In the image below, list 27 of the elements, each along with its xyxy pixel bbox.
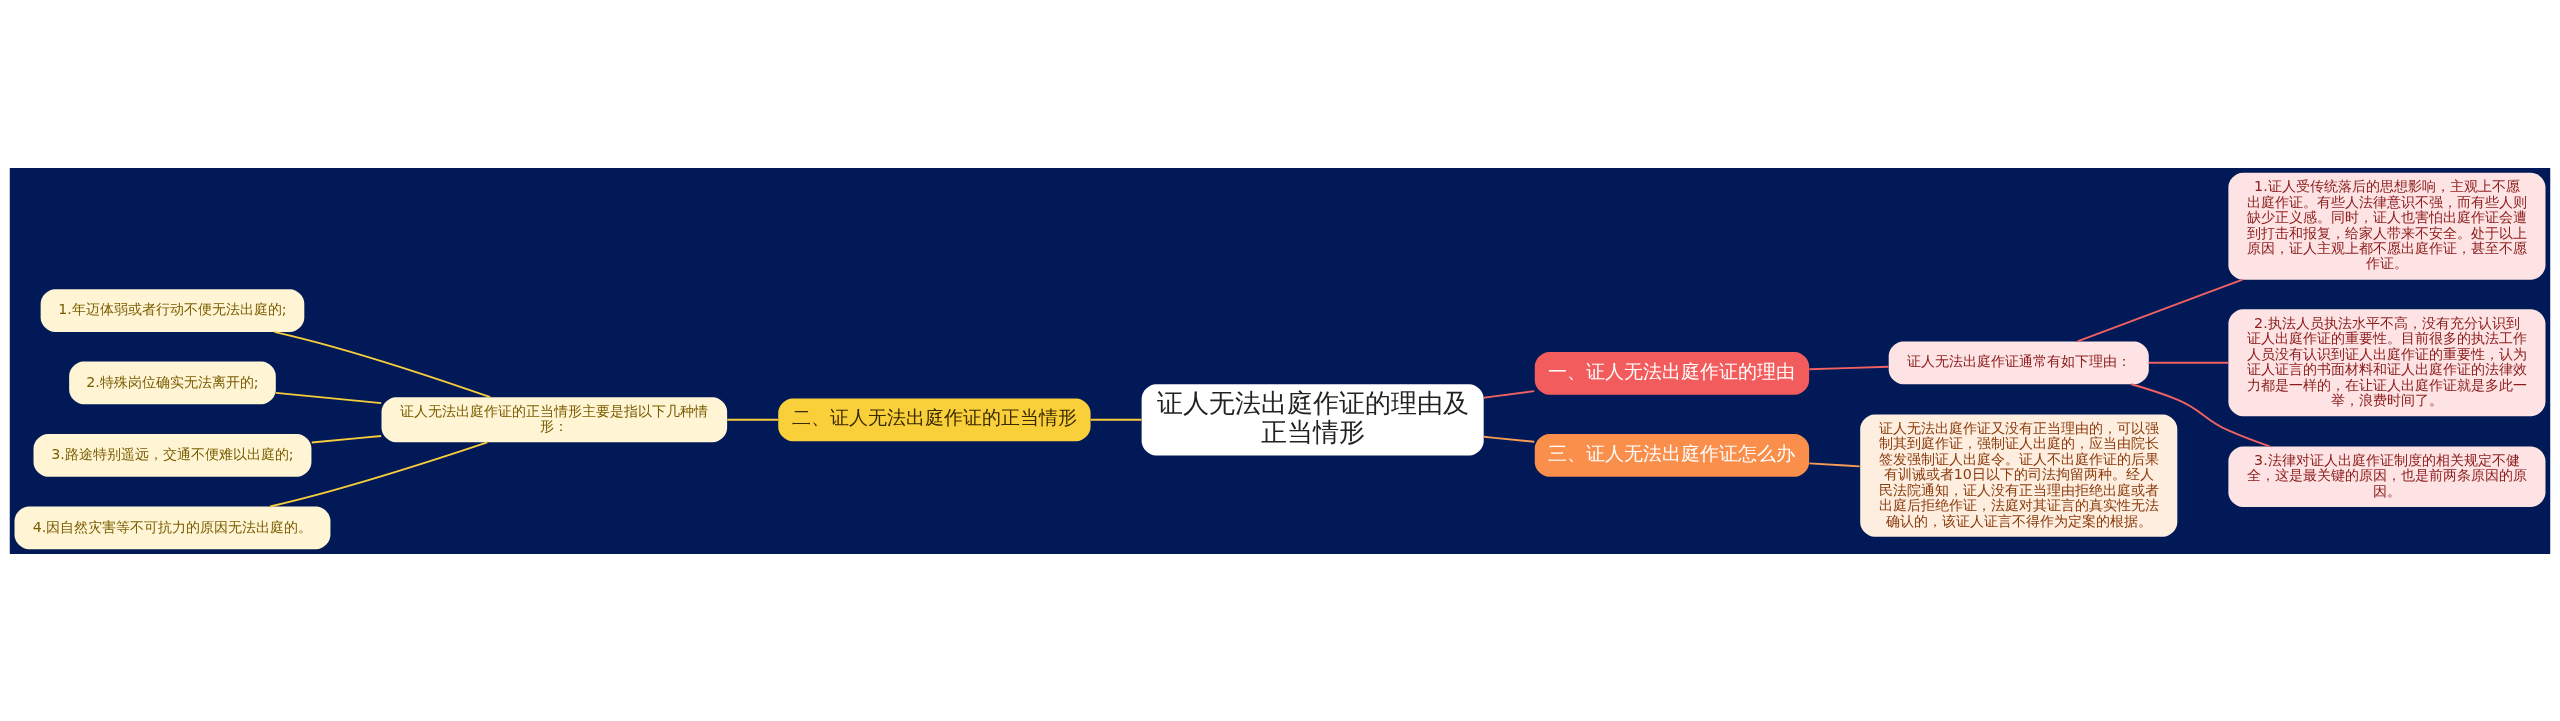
connector — [2130, 382, 2271, 447]
node-box: 三、证人无法出庭作证怎么办 — [1534, 433, 1810, 477]
connector — [273, 330, 492, 398]
node-box: 证人无法出庭作证又没有正当理由的，可以强制其到庭作证，强制证人出庭的，应当由院长签发强制证人出庭令。证人不出庭作证的后果有训诫或者10日以下的司法拘留两种。经人民法院通知，证人没有正当理由拒绝出庭或者出庭后拒绝作证，法庭对其证言的真实性无法确认的，该证人证言不得作为定案的根据。 — [1860, 413, 2178, 537]
connector — [1808, 365, 1890, 370]
connector — [274, 391, 383, 404]
connector — [2147, 361, 2230, 364]
node-box: 一、证人无法出庭作证的理由 — [1534, 351, 1810, 395]
connector — [726, 418, 780, 421]
node-box: 证人无法出庭作证的理由及正当情形 — [1141, 383, 1484, 455]
connector — [1089, 418, 1143, 421]
node-box: 2.执法人员执法水平不高，没有充分认识到证人出庭作证的重要性。目前很多的执法工作人员没有认识到证人出庭作证的重要性，认为证人证言的书面材料和证人出庭作证的法律效力都是一样的，在让证人出庭作证就是多此一举，浪费时间了。 — [2228, 308, 2546, 416]
connector — [1483, 389, 1536, 399]
node-box: 证人无法出庭作证通常有如下理由： — [1888, 340, 2149, 384]
connector — [2076, 278, 2244, 342]
connector — [1808, 461, 1861, 467]
connector — [269, 440, 489, 507]
node-box: 2.特殊岗位确实无法离开的; — [69, 361, 276, 404]
node-box: 证人无法出庭作证的正当情形主要是指以下几种情形： — [381, 396, 728, 442]
node-box: 3.路途特别遥远，交通不便难以出庭的; — [33, 433, 312, 477]
node-box: 1.证人受传统落后的思想影响，主观上不愿出庭作证。有些人法律意识不强，而有些人则缺少正义感。同时，证人也害怕出庭作证会遭到打击和报复，给家人带来不安全。处于以上原因，证人主观上都不愿出庭作证，甚至不愿作证。 — [2228, 172, 2546, 280]
node-box: 4.因自然灾害等不可抗力的原因无法出庭的。 — [14, 506, 331, 549]
node-box: 3.法律对证人出庭作证制度的相关规定不健全，这是最关键的原因，也是前两条原因的原因。 — [2228, 446, 2546, 507]
node-box: 1.年迈体弱或者行动不便无法出庭的; — [40, 288, 305, 332]
connector — [1483, 435, 1536, 443]
connector — [310, 434, 383, 443]
node-box: 二、证人无法出庭作证的正当情形 — [778, 397, 1091, 441]
